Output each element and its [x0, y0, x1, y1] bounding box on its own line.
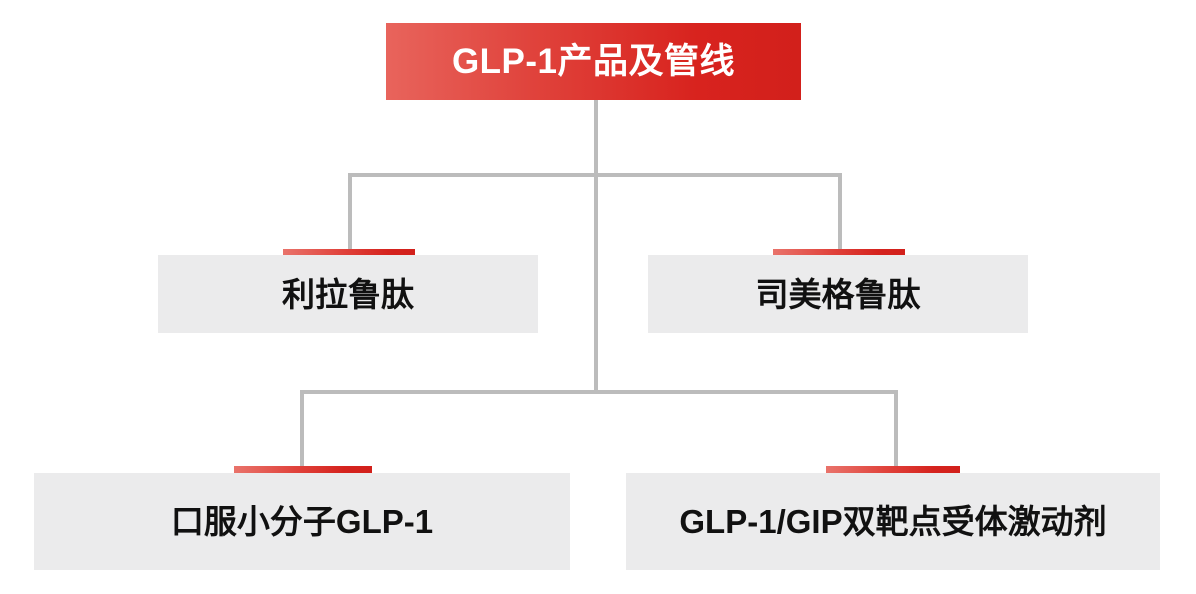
node-oral-glp1-label: 口服小分子GLP-1 [170, 503, 434, 540]
node-semaglutide[interactable]: 司美格鲁肽 [648, 255, 1028, 333]
connector-drop-liraglutide [348, 173, 352, 251]
connector-center-stem-lower [594, 177, 598, 392]
node-root-label: GLP-1产品及管线 [451, 42, 736, 81]
connector-bus-level2 [302, 390, 898, 394]
connector-bus-level1 [350, 173, 842, 177]
accent-bar-semaglutide [773, 249, 905, 258]
node-liraglutide-label: 利拉鲁肽 [282, 275, 414, 313]
node-dual-agonist-label: GLP-1/GIP双靶点受体激动剂 [679, 503, 1107, 540]
connector-drop-dual-agonist [894, 390, 898, 469]
connector-root-stem [594, 100, 598, 177]
node-dual-agonist[interactable]: GLP-1/GIP双靶点受体激动剂 [626, 473, 1160, 570]
connector-drop-semaglutide [838, 173, 842, 251]
accent-bar-dual-agonist [826, 466, 960, 475]
accent-bar-oral-glp1 [234, 466, 372, 475]
node-liraglutide[interactable]: 利拉鲁肽 [158, 255, 538, 333]
accent-bar-liraglutide [283, 249, 415, 258]
node-root[interactable]: GLP-1产品及管线 [386, 23, 801, 100]
node-semaglutide-label: 司美格鲁肽 [755, 275, 921, 313]
node-oral-glp1[interactable]: 口服小分子GLP-1 [34, 473, 570, 570]
connector-drop-oral-glp1 [300, 390, 304, 469]
